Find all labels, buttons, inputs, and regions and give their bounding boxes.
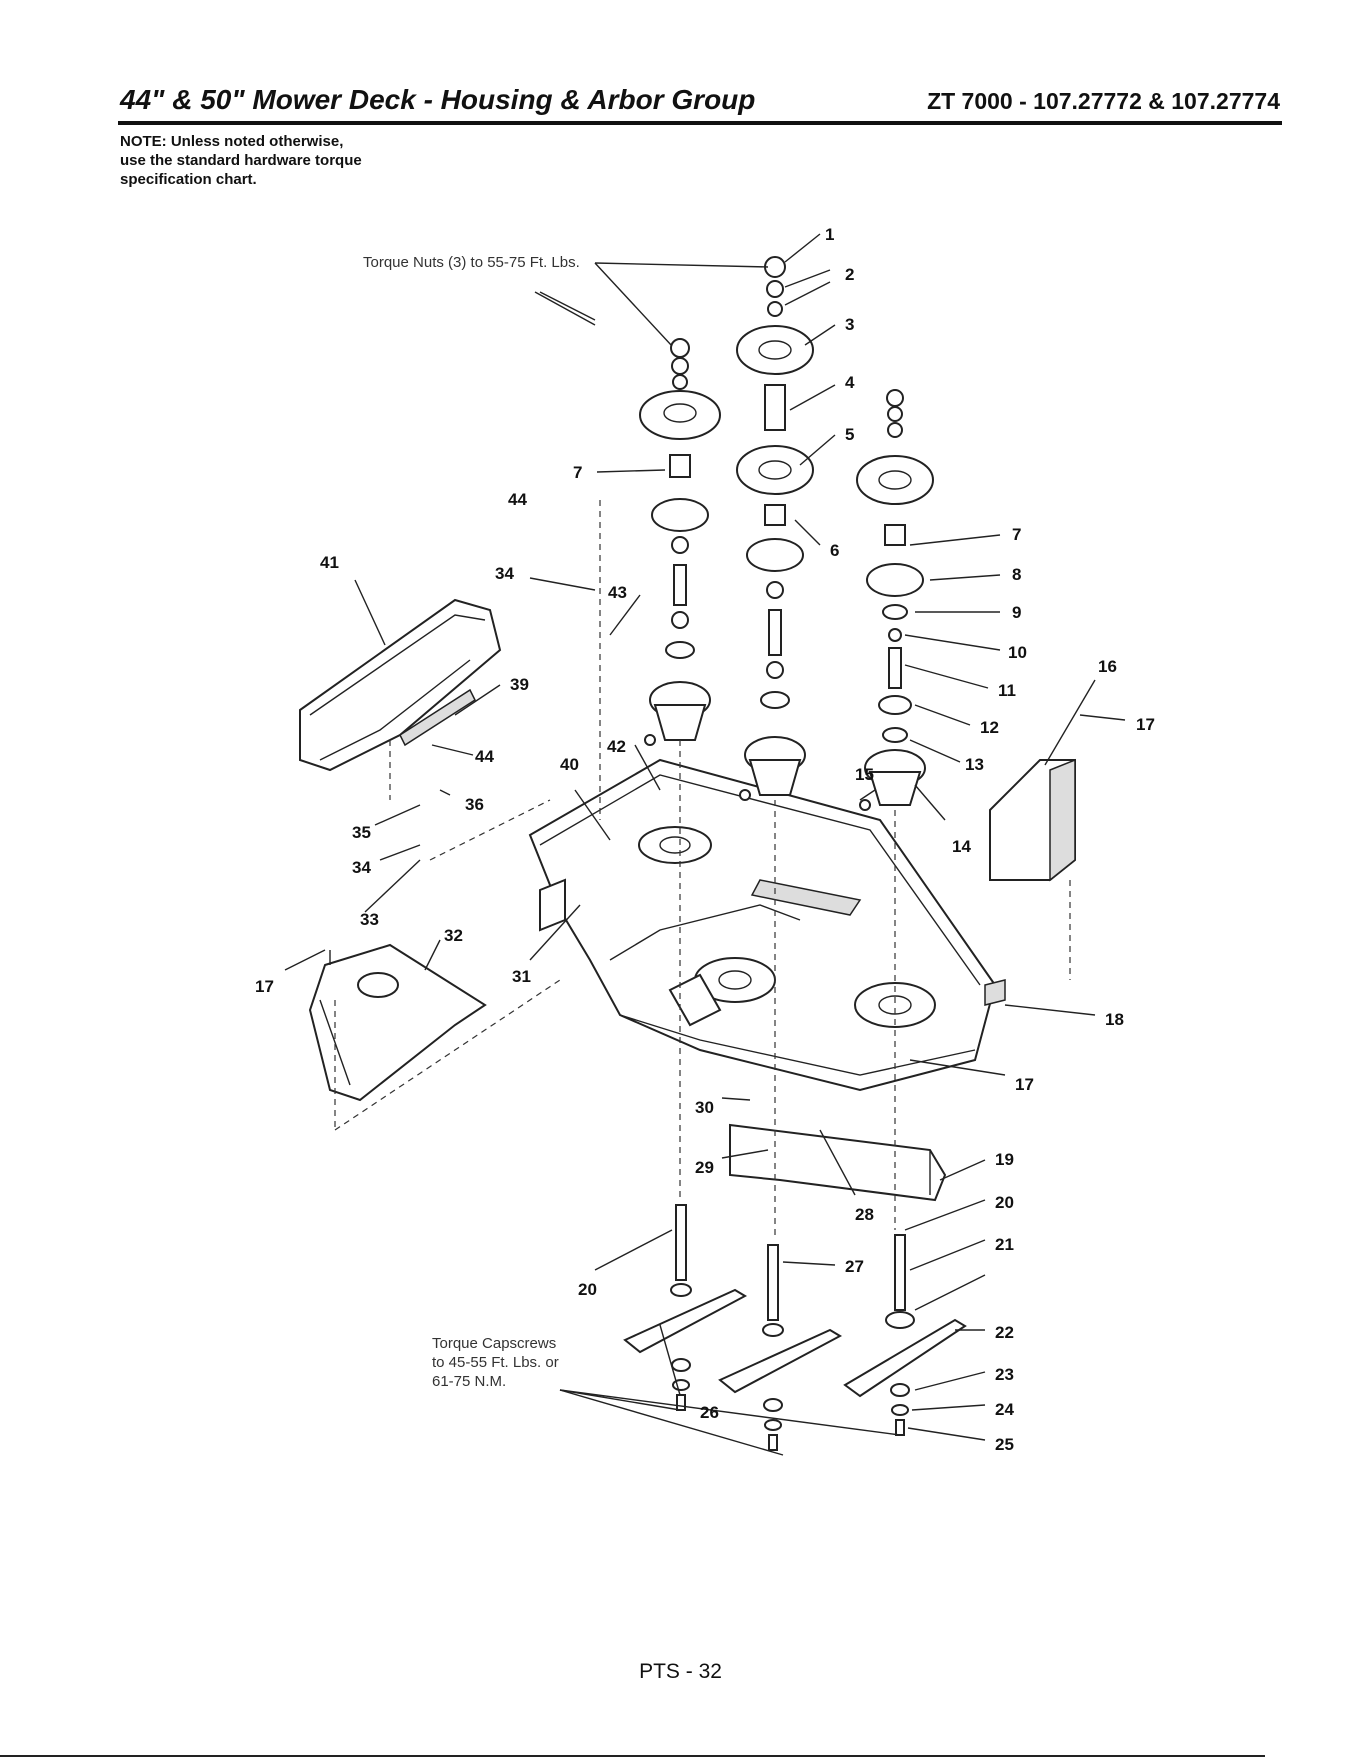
part-number: 8 (1012, 565, 1021, 584)
part-number: 34 (495, 564, 514, 583)
part-number: 16 (1098, 657, 1117, 676)
part-number: 15 (855, 765, 874, 784)
part-number: 29 (695, 1158, 714, 1177)
part-number: 10 (1008, 643, 1027, 662)
discharge-deflector (299, 598, 502, 772)
leader-lines (284, 233, 1126, 1456)
note-line: use the standard hardware torque (120, 152, 362, 169)
blade-spindles (623, 1204, 967, 1451)
part-number: 24 (995, 1400, 1014, 1419)
deck-housing (528, 758, 1006, 1092)
callout-line: 61-75 N.M. (432, 1373, 507, 1390)
part-number: 43 (608, 583, 627, 602)
part-number: 14 (952, 837, 971, 856)
page-header: 44" & 50" Mower Deck - Housing & Arbor G… (120, 84, 1280, 120)
part-number: 30 (695, 1098, 714, 1117)
left-spindle-stack (639, 338, 721, 746)
part-number: 26 (700, 1403, 719, 1422)
part-number: 25 (995, 1435, 1014, 1454)
belt-cover (989, 758, 1076, 882)
part-number: 2 (845, 265, 854, 284)
part-number: 4 (845, 373, 855, 392)
part-number: 11 (998, 681, 1016, 700)
callout-line: Torque Capscrews (432, 1335, 557, 1352)
part-number: 12 (980, 718, 999, 737)
part-number: 17 (1015, 1075, 1034, 1094)
part-number: 44 (508, 490, 527, 509)
part-number: 22 (995, 1323, 1014, 1342)
part-number: 23 (995, 1365, 1014, 1384)
part-number: 28 (855, 1205, 874, 1224)
assembly-lines (334, 500, 1071, 1240)
part-number: 1 (825, 225, 834, 244)
part-number: 44 (475, 747, 494, 766)
torque-note: NOTE: Unless noted otherwise, use the st… (120, 132, 450, 189)
part-number: 40 (560, 755, 579, 774)
part-number: 31 (512, 967, 531, 986)
page-title: 44" & 50" Mower Deck - Housing & Arbor G… (120, 84, 756, 115)
callout-line: to 45-55 Ft. Lbs. or (432, 1354, 559, 1371)
part-number: 41 (320, 553, 339, 572)
part-number: 34 (352, 858, 371, 877)
header-rule (118, 121, 1282, 125)
model-number: ZT 7000 - 107.27772 & 107.27774 (927, 88, 1280, 114)
part-number: 21 (995, 1235, 1014, 1254)
part-number: 9 (1012, 603, 1021, 622)
part-number: 6 (830, 541, 839, 560)
part-number: 20 (578, 1280, 597, 1299)
part-number-labels: 1 2 3 4 5 6 7 7 8 9 10 11 12 13 14 15 16… (255, 225, 1155, 1454)
part-number: 17 (1136, 715, 1155, 734)
part-number: 19 (995, 1150, 1014, 1169)
part-number: 32 (444, 926, 463, 945)
part-number: 7 (573, 463, 582, 482)
part-number: 42 (607, 737, 626, 756)
footer-rule (0, 1755, 1265, 1757)
part-number: 13 (965, 755, 984, 774)
part-number: 33 (360, 910, 379, 929)
center-spindle-stack (736, 256, 814, 801)
note-line: NOTE: Unless noted otherwise, (120, 133, 344, 150)
part-number: 35 (352, 823, 371, 842)
note-line: specification chart. (120, 171, 257, 188)
part-number: 5 (845, 425, 854, 444)
part-number: 36 (465, 795, 484, 814)
part-number: 39 (510, 675, 529, 694)
torque-nuts-callout: Torque Nuts (3) to 55-75 Ft. Lbs. (363, 254, 580, 271)
discharge-cover (308, 943, 487, 1102)
torque-capscrews-callout: Torque Capscrews to 45-55 Ft. Lbs. or 61… (432, 1334, 559, 1391)
part-number: 18 (1105, 1010, 1124, 1029)
part-number: 3 (845, 315, 854, 334)
part-number: 17 (255, 977, 274, 996)
part-number: 7 (1012, 525, 1021, 544)
right-spindle-stack (856, 389, 934, 811)
part-number: 27 (845, 1257, 864, 1276)
part-number: 20 (995, 1193, 1014, 1212)
page-number: PTS - 32 (639, 1660, 722, 1683)
